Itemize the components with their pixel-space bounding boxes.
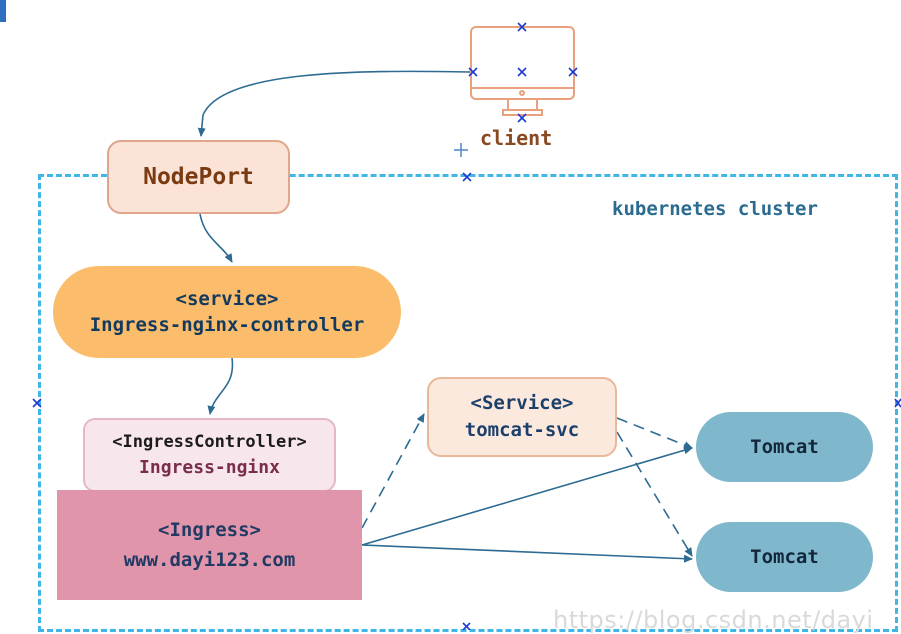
ingress-node[interactable]: <Ingress> www.dayi123.com [57, 490, 362, 600]
tomcat-label: Tomcat [750, 436, 819, 458]
ingress-controller-node[interactable]: <IngressController> Ingress-nginx [83, 418, 336, 492]
ingress-controller-service-node[interactable]: <service> Ingress-nginx-controller [53, 266, 401, 358]
tomcat-pod-node[interactable]: Tomcat [696, 522, 873, 592]
arrow-service-to-ingress-controller [207, 357, 234, 415]
tomcat-pod-node[interactable]: Tomcat [696, 412, 873, 482]
ingress-controller-name-label: Ingress-nginx [139, 457, 280, 478]
dashed-arrow-ingress-to-tomcat-svc [361, 413, 425, 529]
client-label: client [480, 126, 553, 150]
dashed-arrow-tomcat-svc-to-tomcat-2 [616, 431, 693, 557]
ingress-host-label: www.dayi123.com [123, 549, 296, 571]
arrow-ingress-to-tomcat-2 [361, 544, 693, 563]
tomcat-service-type-label: <Service> [470, 392, 574, 414]
arrow-nodeport-to-service [199, 213, 233, 263]
nodeport-node[interactable]: NodePort [107, 140, 290, 214]
arrow-client-to-nodeport [197, 70, 471, 137]
dashed-arrow-tomcat-svc-to-tomcat-1 [616, 417, 693, 449]
arrow-ingress-to-tomcat-1 [361, 446, 693, 546]
crosshair-marker [454, 143, 468, 157]
service-name-label: Ingress-nginx-controller [89, 314, 365, 336]
tomcat-service-node[interactable]: <Service> tomcat-svc [427, 377, 617, 457]
tomcat-service-name-label: tomcat-svc [464, 419, 580, 441]
watermark-text: https://blog.csdn.net/dayi [553, 606, 874, 634]
tomcat-label: Tomcat [750, 546, 819, 568]
cluster-label: kubernetes cluster [612, 198, 818, 220]
ingress-controller-type-label: <IngressController> [112, 432, 307, 452]
nodeport-label: NodePort [143, 164, 254, 190]
service-type-label: <service> [175, 288, 279, 310]
ingress-type-label: <Ingress> [158, 519, 261, 541]
corner-marker [0, 0, 6, 22]
